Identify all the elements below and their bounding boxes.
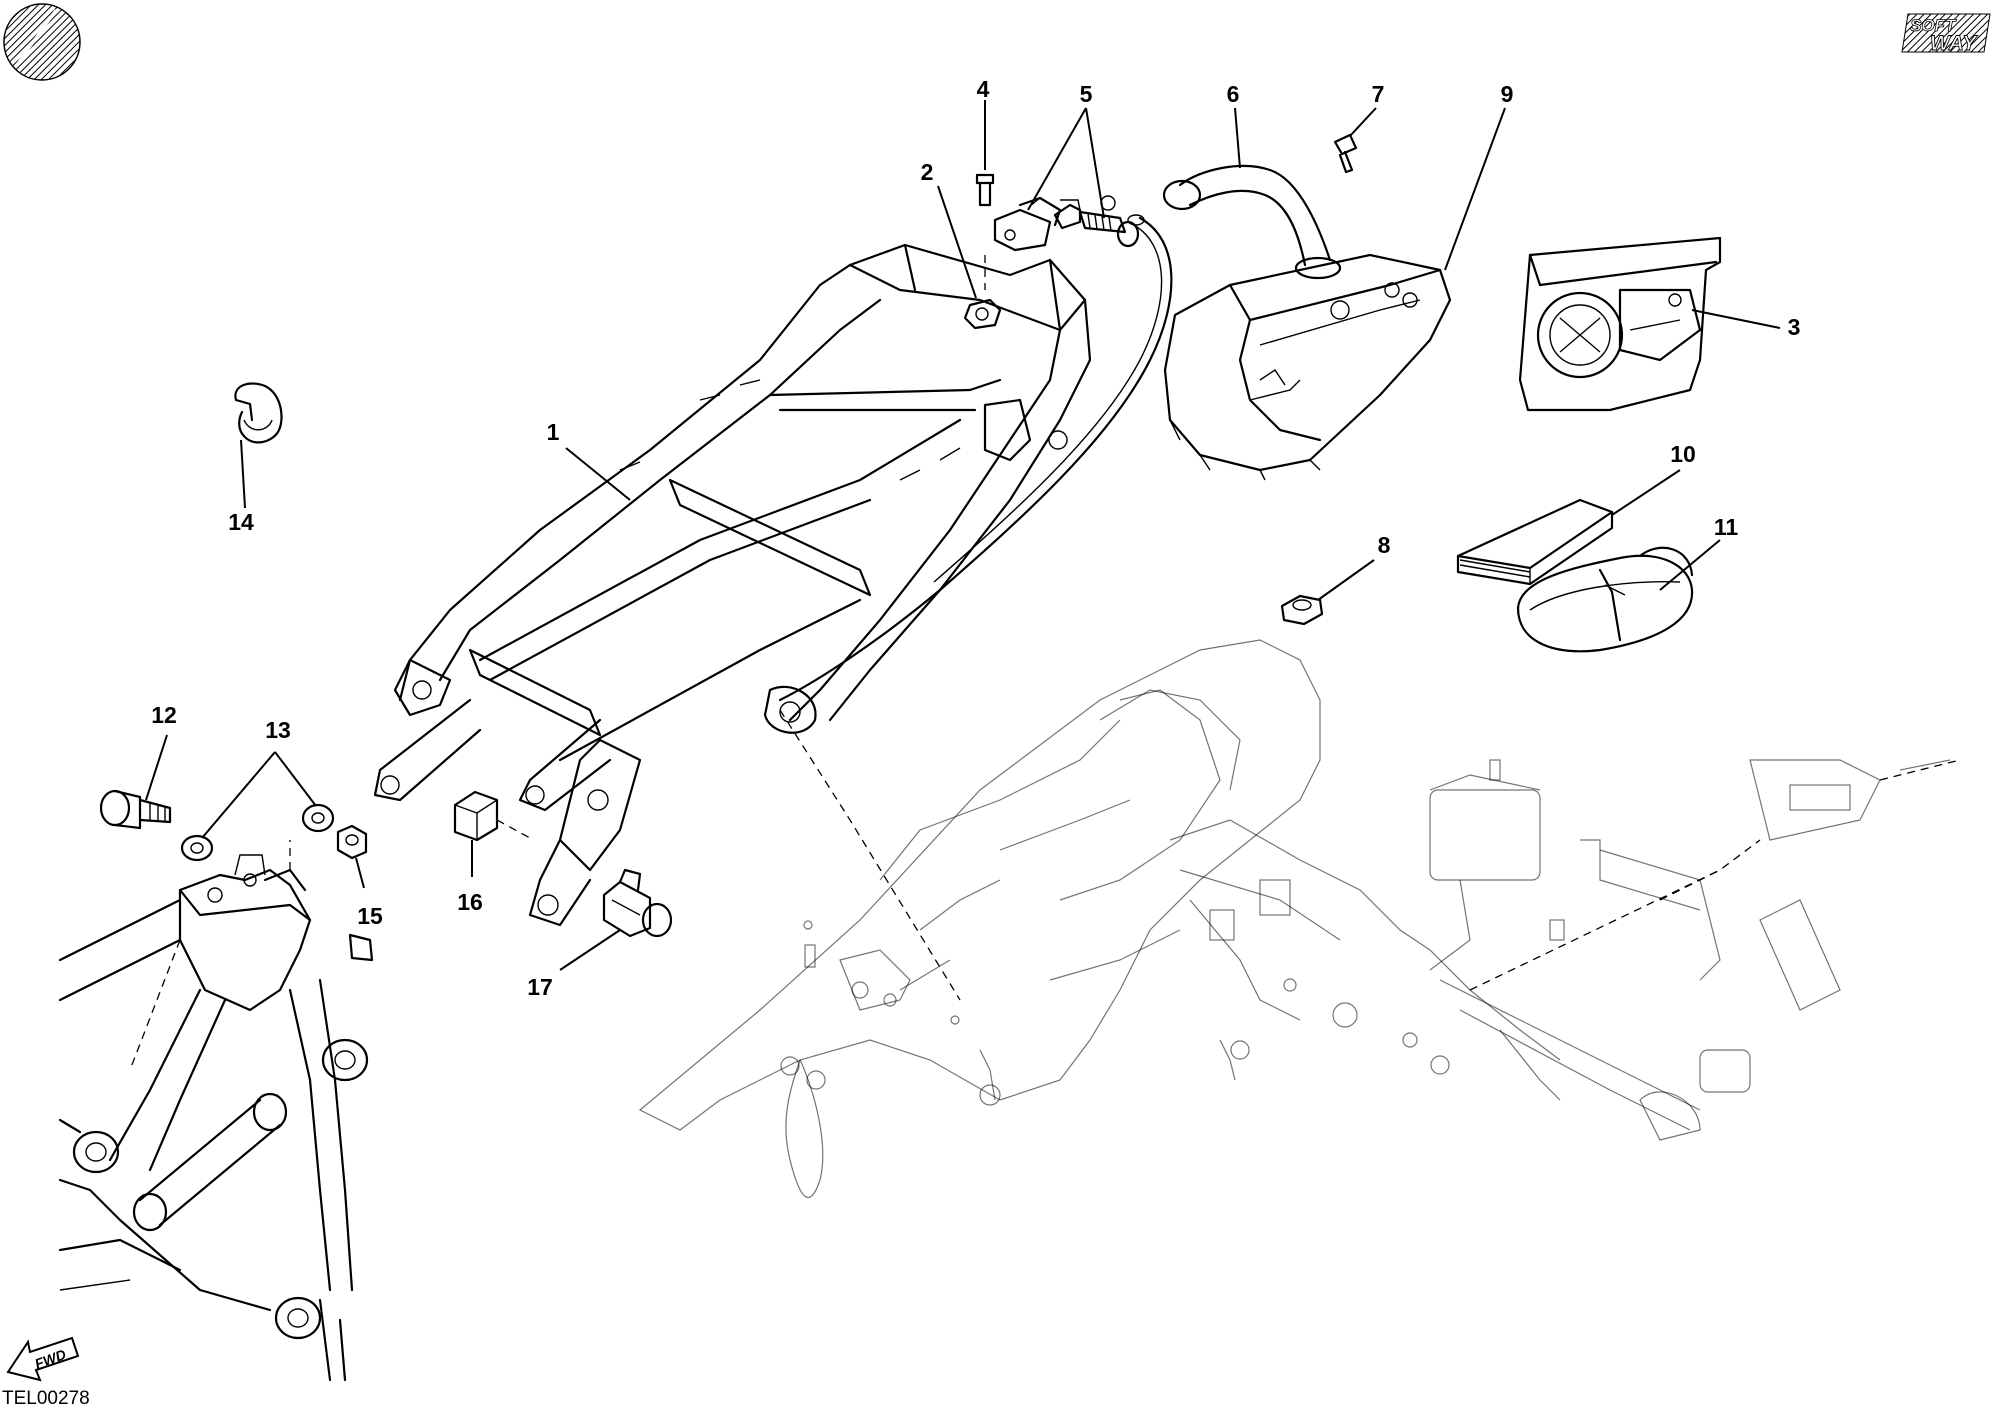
callout-14: 14 [228,509,254,535]
drawing-code: TEL00278 [2,1388,90,1409]
hatched-circle-icon [3,3,81,81]
part-rear-subframe [373,214,1173,927]
logo-line2: WAY [1930,32,1978,55]
callout-6: 6 [1227,81,1240,107]
part-cable-clip [234,382,283,444]
callout-labels: 1 2 3 4 5 6 7 8 9 10 11 12 13 14 15 16 1… [151,76,1800,1000]
callout-15: 15 [357,903,383,929]
callout-5: 5 [1080,81,1093,107]
callout-1: 1 [547,419,560,445]
part-underseat-tray [1162,133,1452,481]
callout-9: 9 [1501,81,1514,107]
callout-10: 10 [1670,441,1696,467]
part-owner-manual [1456,498,1614,586]
part-mount-bolt-set [99,789,368,862]
callout-3: 3 [1788,314,1801,340]
callout-7: 7 [1372,81,1385,107]
callout-8: 8 [1378,532,1391,558]
part-tool-kit [1516,546,1694,653]
part-spacer [453,790,531,842]
part-tail-lock-cover [1518,236,1722,412]
part-bushing [602,868,673,938]
ghost-seat-assembly [638,639,1961,1199]
leader-lines [145,100,1781,971]
fwd-arrow-icon: FWD [6,1336,80,1382]
part-flange-nut [1280,594,1324,626]
softway-logo: SOFT WAY [1901,13,1991,55]
callout-12: 12 [151,702,177,728]
callout-11: 11 [1714,514,1739,540]
part-main-frame-section [58,840,374,1382]
callout-2: 2 [921,159,934,185]
logo-line1: SOFT [1910,16,1957,35]
callout-16: 16 [457,889,483,915]
callout-17: 17 [527,974,553,1000]
callout-4: 4 [977,76,990,102]
callout-13: 13 [265,717,291,743]
assembly-guide-lines [779,709,1721,1001]
